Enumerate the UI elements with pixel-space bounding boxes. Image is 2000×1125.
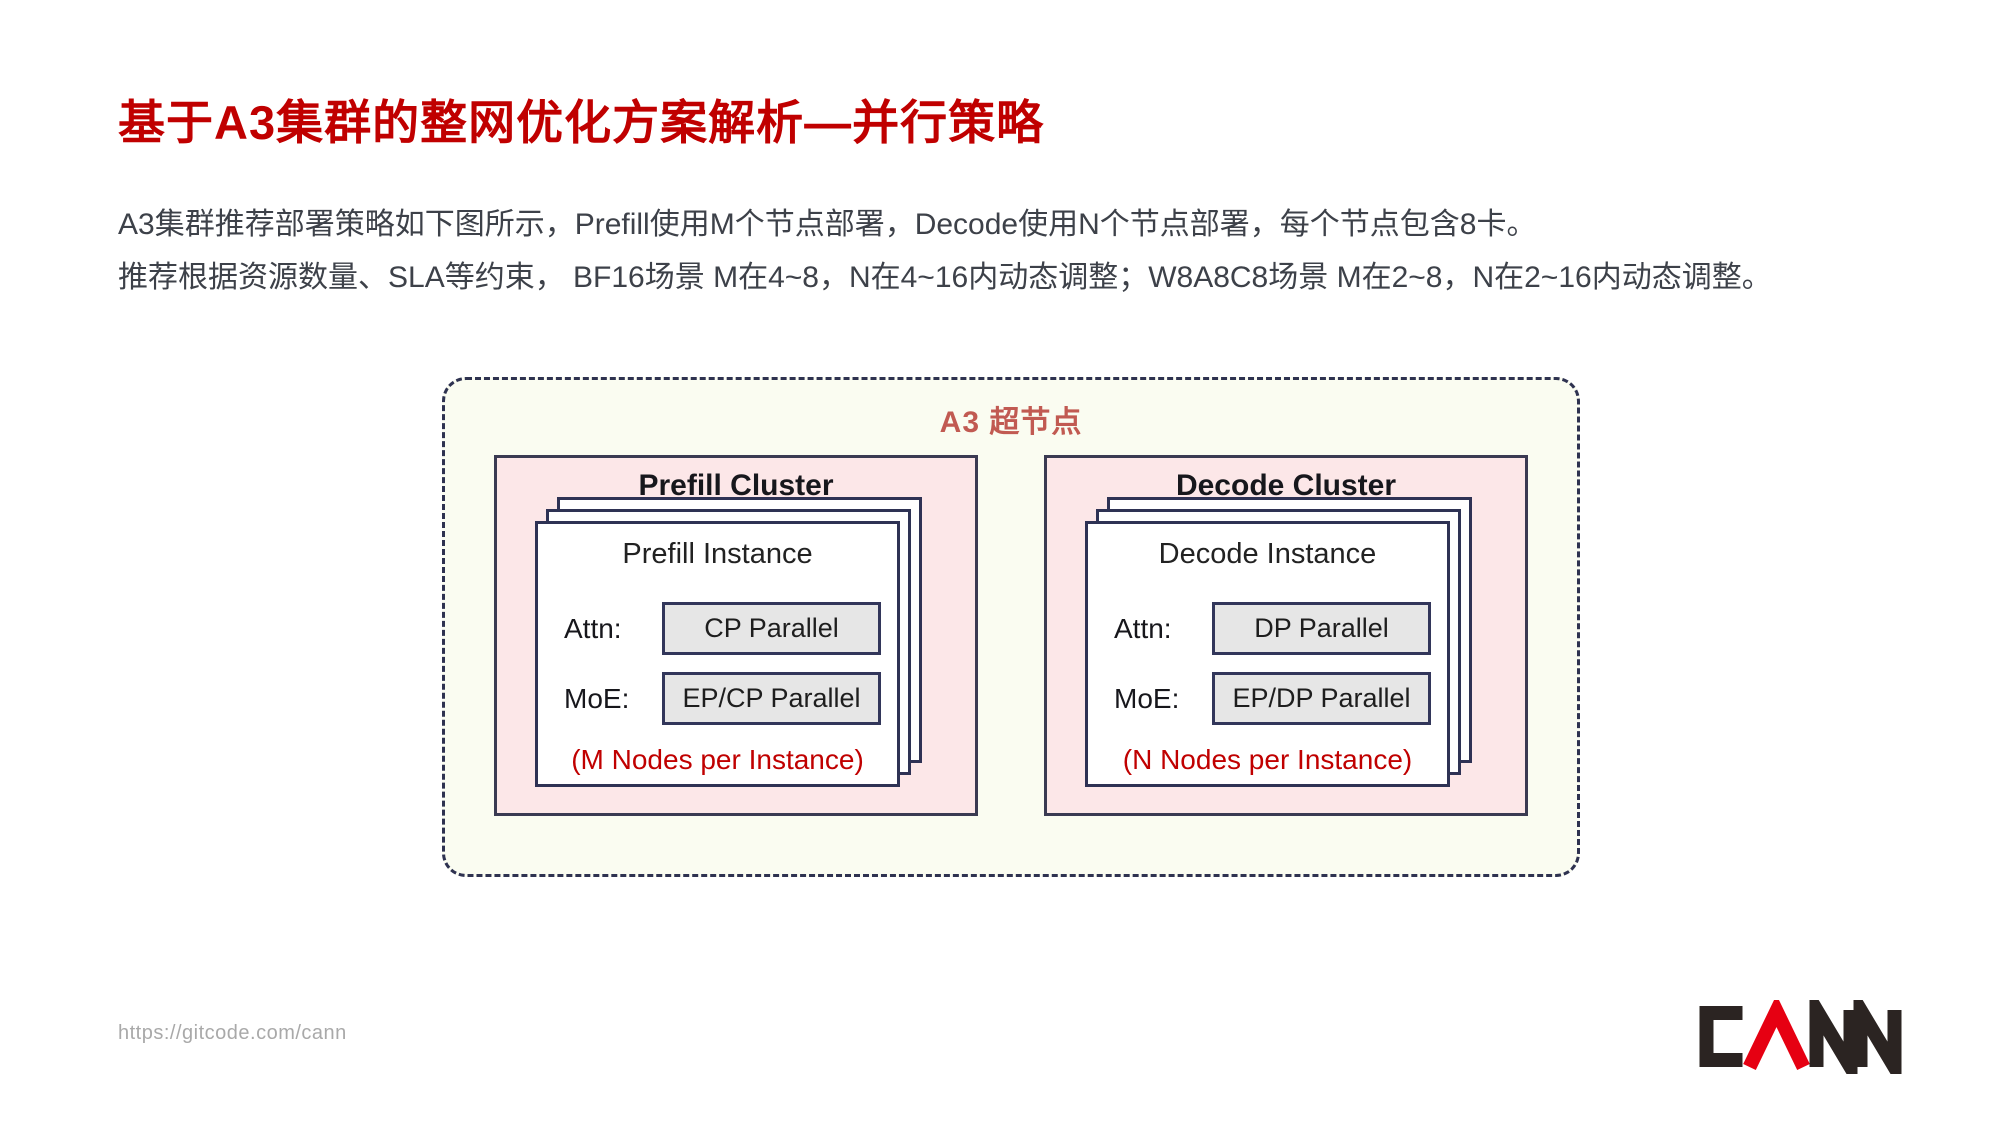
moe-parallel-chip: EP/DP Parallel: [1212, 672, 1431, 725]
attn-row: Attn: CP Parallel: [538, 602, 897, 655]
prefill-cluster: Prefill Cluster Prefill Instance Attn: C…: [494, 455, 978, 816]
attn-label: Attn:: [1114, 613, 1172, 644]
a3-supernode-label: A3 超节点: [939, 406, 1083, 439]
decode-instance-stack: Decode Instance Attn: DP Parallel MoE: E…: [1085, 497, 1474, 787]
prefill-cluster-title: Prefill Cluster: [638, 469, 834, 502]
logo-letter-c: [1699, 1006, 1743, 1067]
body-line-1: A3集群推荐部署策略如下图所示，Prefill使用M个节点部署，Decode使用…: [118, 208, 1537, 241]
decode-cluster: Decode Cluster Decode Instance Attn: DP …: [1044, 455, 1528, 816]
body-text: A3集群推荐部署策略如下图所示，Prefill使用M个节点部署，Decode使用…: [118, 198, 1772, 304]
logo-letter-n1: [1809, 984, 1858, 1093]
attn-label: Attn:: [564, 613, 622, 644]
moe-label: MoE:: [1114, 683, 1180, 714]
decode-instance-title: Decode Instance: [1158, 538, 1377, 570]
page-title: 基于A3集群的整网优化方案解析—并行策略: [118, 96, 1045, 149]
attn-row: Attn: DP Parallel: [1088, 602, 1447, 655]
moe-parallel-chip: EP/CP Parallel: [662, 672, 881, 725]
moe-row: MoE: EP/DP Parallel: [1088, 672, 1447, 725]
nodes-per-instance-note: (M Nodes per Instance): [571, 744, 864, 775]
prefill-instance-card: Prefill Instance Attn: CP Parallel MoE: …: [535, 521, 900, 787]
decode-cluster-title: Decode Cluster: [1175, 469, 1397, 502]
moe-row: MoE: EP/CP Parallel: [538, 672, 897, 725]
logo-letter-n2: [1853, 984, 1902, 1093]
footer-url: https://gitcode.com/cann: [118, 1022, 347, 1044]
moe-label: MoE:: [564, 683, 630, 714]
a3-supernode-box: A3 超节点 Prefill Cluster Prefill Instance …: [442, 377, 1580, 877]
logo-letter-a: [1743, 994, 1810, 1071]
prefill-instance-stack: Prefill Instance Attn: CP Parallel MoE: …: [535, 497, 924, 787]
attn-parallel-chip: CP Parallel: [662, 602, 881, 655]
prefill-instance-title: Prefill Instance: [622, 538, 813, 570]
decode-instance-card: Decode Instance Attn: DP Parallel MoE: E…: [1085, 521, 1450, 787]
nodes-per-instance-note: (N Nodes per Instance): [1122, 744, 1413, 775]
body-line-2: 推荐根据资源数量、SLA等约束， BF16场景 M在4~8，N在4~16内动态调…: [118, 261, 1772, 294]
cann-logo: [1688, 984, 1906, 1093]
cluster-row: Prefill Cluster Prefill Instance Attn: C…: [494, 455, 1528, 816]
attn-parallel-chip: DP Parallel: [1212, 602, 1431, 655]
